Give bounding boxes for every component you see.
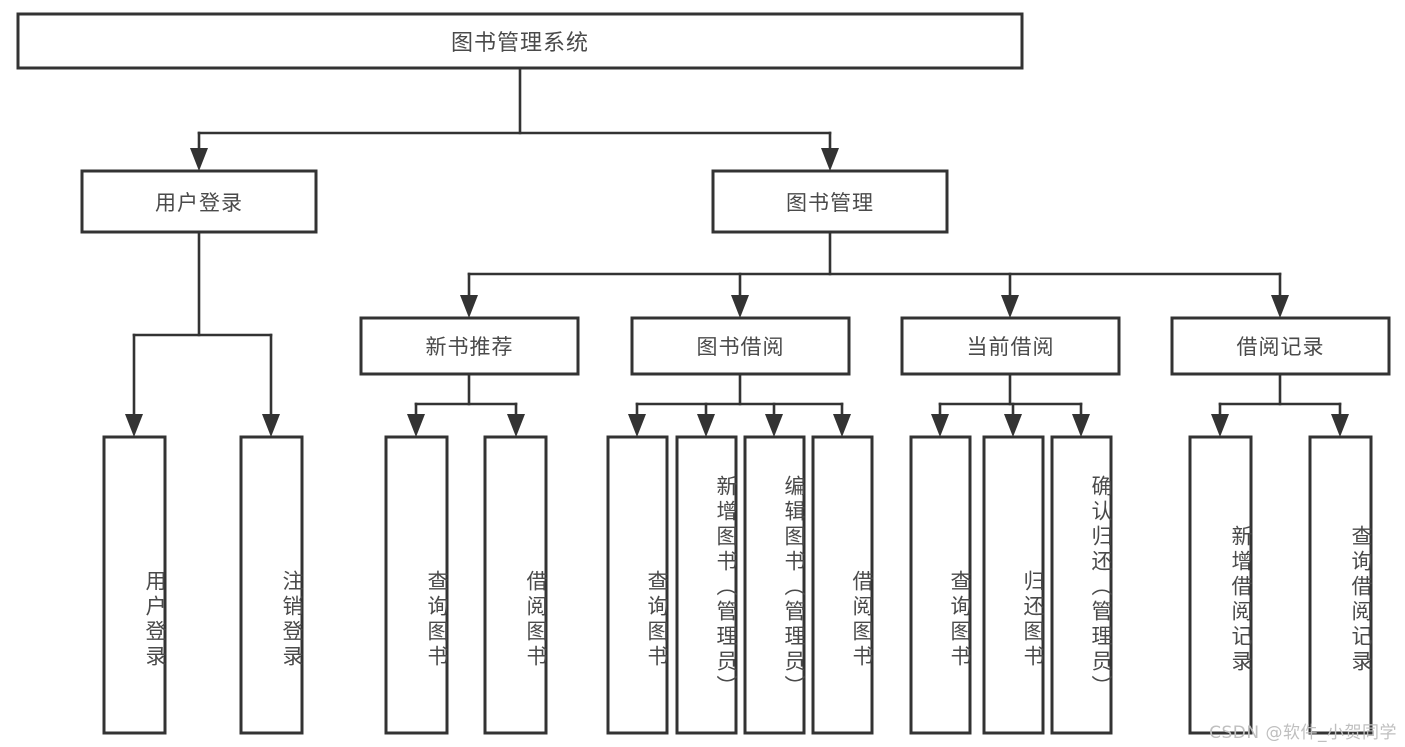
edge-root-to-level2: [190, 66, 839, 171]
node-box-leaf-edit-book[interactable]: [743, 435, 806, 735]
node-box-leaf-user-login[interactable]: [102, 435, 167, 735]
node-box-leaf-query-book-2[interactable]: [606, 435, 669, 735]
edge-book-manage-to-level3: [460, 230, 1289, 318]
node-box-root[interactable]: [16, 12, 1024, 70]
node-box-user-login[interactable]: [80, 169, 318, 234]
edge-book-borrow-to-leaves: [628, 372, 851, 437]
node-box-leaf-query-book-1[interactable]: [384, 435, 449, 735]
node-box-borrow-record[interactable]: [1170, 316, 1391, 376]
node-box-book-borrow[interactable]: [630, 316, 851, 376]
node-box-leaf-return-book[interactable]: [982, 435, 1045, 735]
node-box-leaf-add-record[interactable]: [1188, 435, 1253, 735]
node-box-leaf-query-record[interactable]: [1308, 435, 1373, 735]
node-box-book-manage[interactable]: [711, 169, 949, 234]
edge-current-borrow-to-leaves: [931, 372, 1090, 437]
node-box-leaf-confirm-return[interactable]: [1050, 435, 1113, 735]
edge-new-book-recommend-to-leaves: [407, 372, 525, 437]
node-box-leaf-borrow-book-2[interactable]: [811, 435, 874, 735]
node-box-leaf-borrow-book-1[interactable]: [483, 435, 548, 735]
node-box-leaf-user-logout[interactable]: [239, 435, 304, 735]
edge-borrow-record-to-leaves: [1211, 372, 1349, 437]
node-box-leaf-add-book[interactable]: [675, 435, 738, 735]
node-box-new-book-recommend[interactable]: [359, 316, 580, 376]
node-box-leaf-query-book-3[interactable]: [909, 435, 972, 735]
node-box-current-borrow[interactable]: [900, 316, 1121, 376]
edge-user-login-to-leaves: [125, 230, 280, 437]
